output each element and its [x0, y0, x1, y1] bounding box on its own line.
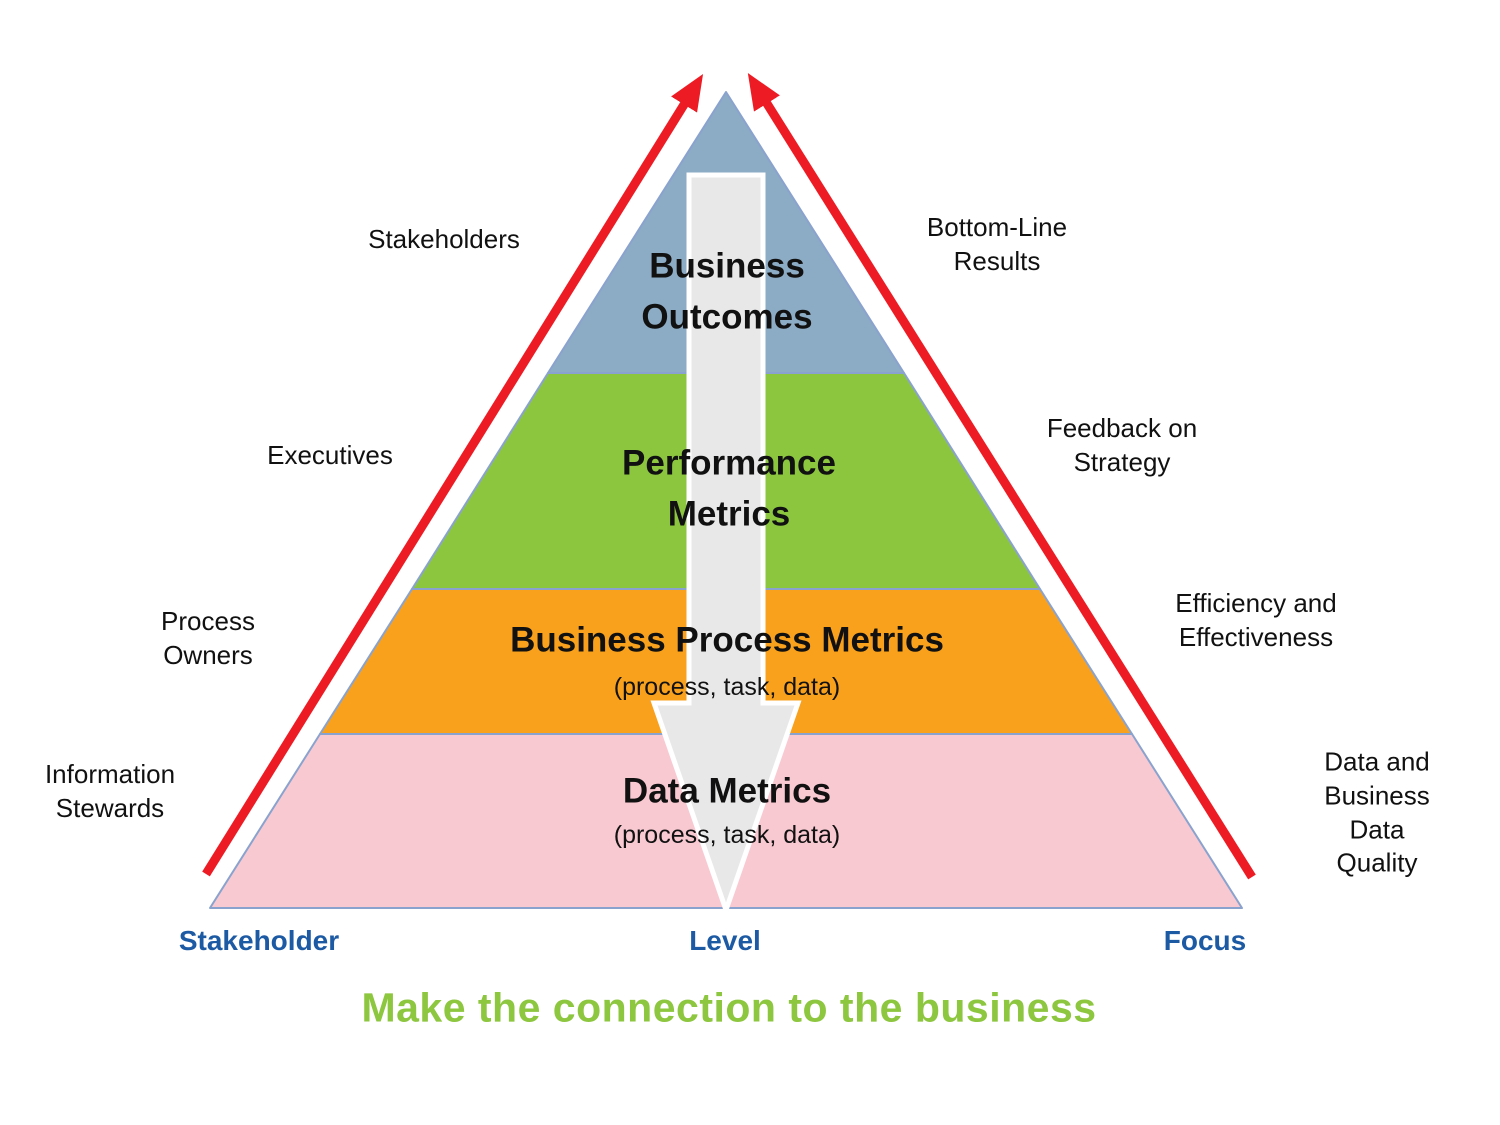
- layer-title-business-outcomes: Business Outcomes: [641, 246, 813, 336]
- stakeholder-label-executives: Executives: [267, 440, 393, 471]
- ascending-arrow-left: [202, 73, 704, 877]
- ascending-arrow-right: [747, 73, 1256, 880]
- descending-arrow: [650, 172, 802, 918]
- stakeholder-label-stakeholders: Stakeholders: [368, 224, 520, 255]
- axis-label-level: Level: [689, 924, 761, 956]
- axis-label-focus: Focus: [1163, 924, 1247, 956]
- layer-subtitle-data-metrics: (process, task, data): [613, 820, 841, 849]
- focus-label-bottom-line-results: Bottom-Line Results: [926, 212, 1068, 276]
- stakeholder-label-process-owners: Process Owners: [161, 606, 255, 670]
- axis-label-stakeholder: Stakeholder: [178, 924, 340, 956]
- focus-label-efficiency-effectiveness: Efficiency and Effectiveness: [1175, 588, 1337, 652]
- page-title: Make the connection to the business: [361, 984, 1097, 1031]
- layer-title-business-process-metrics: Business Process Metrics: [510, 620, 944, 660]
- stakeholder-label-information-stewards: Information Stewards: [44, 759, 176, 823]
- layer-subtitle-business-process-metrics: (process, task, data): [613, 672, 841, 701]
- layer-title-performance-metrics: Performance Metrics: [622, 443, 836, 533]
- focus-label-data-business-data-quality: Data and Business Data Quality: [1324, 746, 1430, 878]
- layer-title-data-metrics: Data Metrics: [622, 771, 832, 811]
- focus-label-feedback-on-strategy: Feedback on Strategy: [1046, 413, 1198, 477]
